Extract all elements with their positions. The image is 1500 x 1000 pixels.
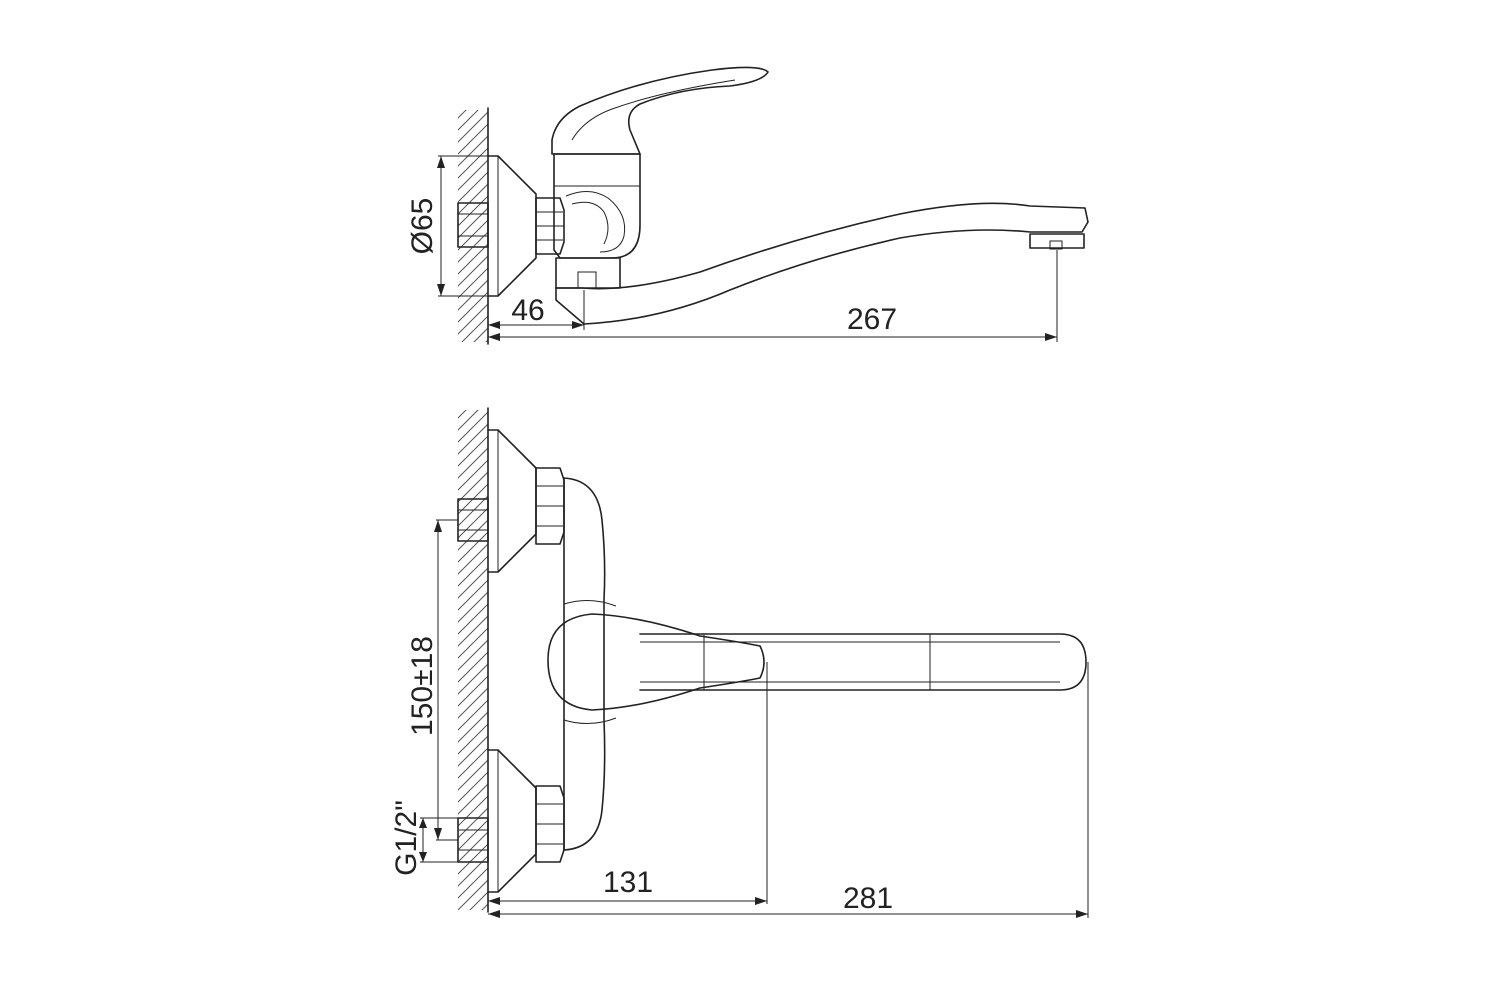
- mixer-body-front: [563, 477, 617, 851]
- wall-section-bottom: [458, 407, 489, 913]
- lever-handle-front: [547, 613, 765, 711]
- dimension-total-reach-281: 281: [488, 662, 1089, 918]
- wall-section-top: [458, 107, 489, 345]
- offset-label: 46: [511, 294, 544, 327]
- dimension-diameter-65: Ø65: [406, 155, 498, 297]
- front-view: 150±18 G1/2" 131 281: [390, 407, 1089, 918]
- inlet-nipple-side: [457, 202, 489, 248]
- hex-nut-side: [535, 197, 565, 255]
- handle-reach-label: 131: [603, 866, 653, 899]
- upper-hex-nut: [535, 467, 565, 545]
- spout-front: [639, 633, 1087, 691]
- dimension-reach-267: 267: [488, 250, 1058, 342]
- lever-handle-side: [551, 66, 769, 155]
- thread-label: G1/2": [390, 800, 423, 876]
- upper-flange: [487, 429, 537, 573]
- dimension-handle-reach-131: 131: [488, 662, 768, 905]
- cartridge-base-side: [555, 257, 621, 289]
- lower-flange: [487, 749, 537, 893]
- side-view: Ø65 46 267: [406, 66, 1089, 345]
- dimension-offset-46: 46: [488, 290, 585, 330]
- mixer-body-side: [553, 153, 641, 259]
- diameter-label: Ø65: [406, 198, 439, 255]
- spacing-label: 150±18: [406, 636, 439, 736]
- total-reach-label: 281: [843, 882, 893, 915]
- swivel-spout-side: [555, 202, 1089, 325]
- wall-flange-side: [487, 155, 537, 297]
- dimension-spacing-150: 150±18: [406, 519, 458, 841]
- reach-label: 267: [847, 303, 897, 336]
- dimension-thread-g12: G1/2": [390, 800, 458, 876]
- lower-hex-nut: [535, 785, 565, 863]
